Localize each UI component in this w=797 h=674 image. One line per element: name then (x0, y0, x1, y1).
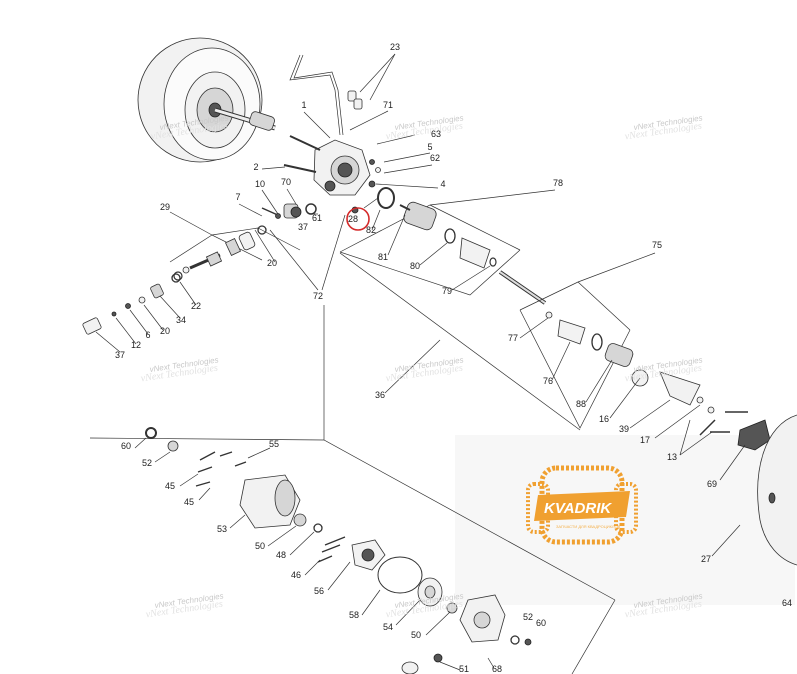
front-wheel (137, 37, 263, 163)
part-label-69: 69 (707, 479, 717, 489)
part-label-58: 58 (349, 610, 359, 620)
part-label-5: 5 (427, 142, 432, 152)
background-watermark-block (455, 435, 795, 605)
part-label-4: 4 (440, 179, 445, 189)
part-label-17: 17 (640, 435, 650, 445)
part-label-64: 64 (782, 598, 792, 608)
part-label-13: 13 (667, 452, 677, 462)
part-label-52b: 52 (523, 612, 533, 622)
part-label-70: 70 (281, 177, 291, 187)
left-pinion-parts (238, 188, 318, 219)
logo-tagline: ЗАПЧАСТИ ДЛЯ КВАДРОЦИКЛОВ (556, 524, 621, 529)
rear-wheel-partial (711, 414, 797, 566)
part-label-1: 1 (301, 100, 306, 110)
logo-brand-text: KVADRIK (544, 500, 612, 517)
part-label-48: 48 (276, 550, 286, 560)
group-78-frame (339, 189, 556, 296)
breather-hose (289, 53, 396, 136)
kvadrik-logo: KVADRIK ЗАПЧАСТИ ДЛЯ КВАДРОЦИКЛОВ (526, 465, 638, 545)
part-label-27: 27 (701, 554, 711, 564)
part-label-50a: 50 (255, 541, 265, 551)
part-label-88: 88 (576, 399, 586, 409)
callout-36-lines (339, 252, 581, 431)
part-label-7: 7 (235, 192, 240, 202)
small-parts-row (82, 229, 276, 353)
highlight-circle (346, 207, 370, 231)
part-label-28: 28 (348, 214, 358, 224)
left-axle (214, 107, 276, 131)
part-label-78: 78 (553, 178, 563, 188)
right-hub (609, 369, 771, 481)
part-label-76: 76 (543, 376, 553, 386)
part-label-68: 68 (492, 664, 502, 674)
lower-diff-frame (89, 437, 616, 674)
part-label-20a: 20 (267, 258, 277, 268)
part-label-82: 82 (366, 225, 376, 235)
part-label-36: 36 (375, 390, 385, 400)
part-label-80: 80 (410, 261, 420, 271)
part-label-37a: 37 (298, 222, 308, 232)
callout-72-lines (269, 214, 346, 440)
part-label-16: 16 (599, 414, 609, 424)
part-label-46: 46 (291, 570, 301, 580)
part-label-55: 55 (269, 439, 279, 449)
drive-shaft (498, 270, 547, 305)
part-label-34: 34 (176, 315, 186, 325)
part-label-23: 23 (390, 42, 400, 52)
part-label-6: 6 (145, 330, 150, 340)
part-label-60b: 60 (536, 618, 546, 628)
part-label-79: 79 (442, 286, 452, 296)
part-label-50b: 50 (411, 630, 421, 640)
part-label-22: 22 (191, 301, 201, 311)
part-label-81: 81 (378, 252, 388, 262)
lower-diff-parts (134, 427, 532, 674)
group-29-frame (169, 211, 301, 281)
part-label-77: 77 (508, 333, 518, 343)
part-labels-layer: 1245671012131617202022232729343637373945… (115, 42, 792, 674)
part-label-72: 72 (313, 291, 323, 301)
part-label-71: 71 (383, 100, 393, 110)
part-label-2: 2 (253, 162, 258, 172)
part-label-75: 75 (652, 240, 662, 250)
part-label-53: 53 (217, 524, 227, 534)
differential-housing (283, 135, 371, 196)
part-label-20b: 20 (160, 326, 170, 336)
part-label-61: 61 (312, 213, 322, 223)
part-label-12: 12 (131, 340, 141, 350)
part-label-29: 29 (160, 202, 170, 212)
seal-ring (363, 187, 395, 231)
part-label-45a: 45 (165, 481, 175, 491)
part-label-10: 10 (255, 179, 265, 189)
part-label-56: 56 (314, 586, 324, 596)
part-label-60a: 60 (121, 441, 131, 451)
part-label-39: 39 (619, 424, 629, 434)
part-label-62: 62 (430, 153, 440, 163)
part-label-45b: 45 (184, 497, 194, 507)
part-label-63: 63 (431, 129, 441, 139)
part-label-54: 54 (383, 622, 393, 632)
group-75-frame (519, 252, 656, 429)
part-label-37b: 37 (115, 350, 125, 360)
part-label-52a: 52 (142, 458, 152, 468)
part-label-51: 51 (459, 664, 469, 674)
